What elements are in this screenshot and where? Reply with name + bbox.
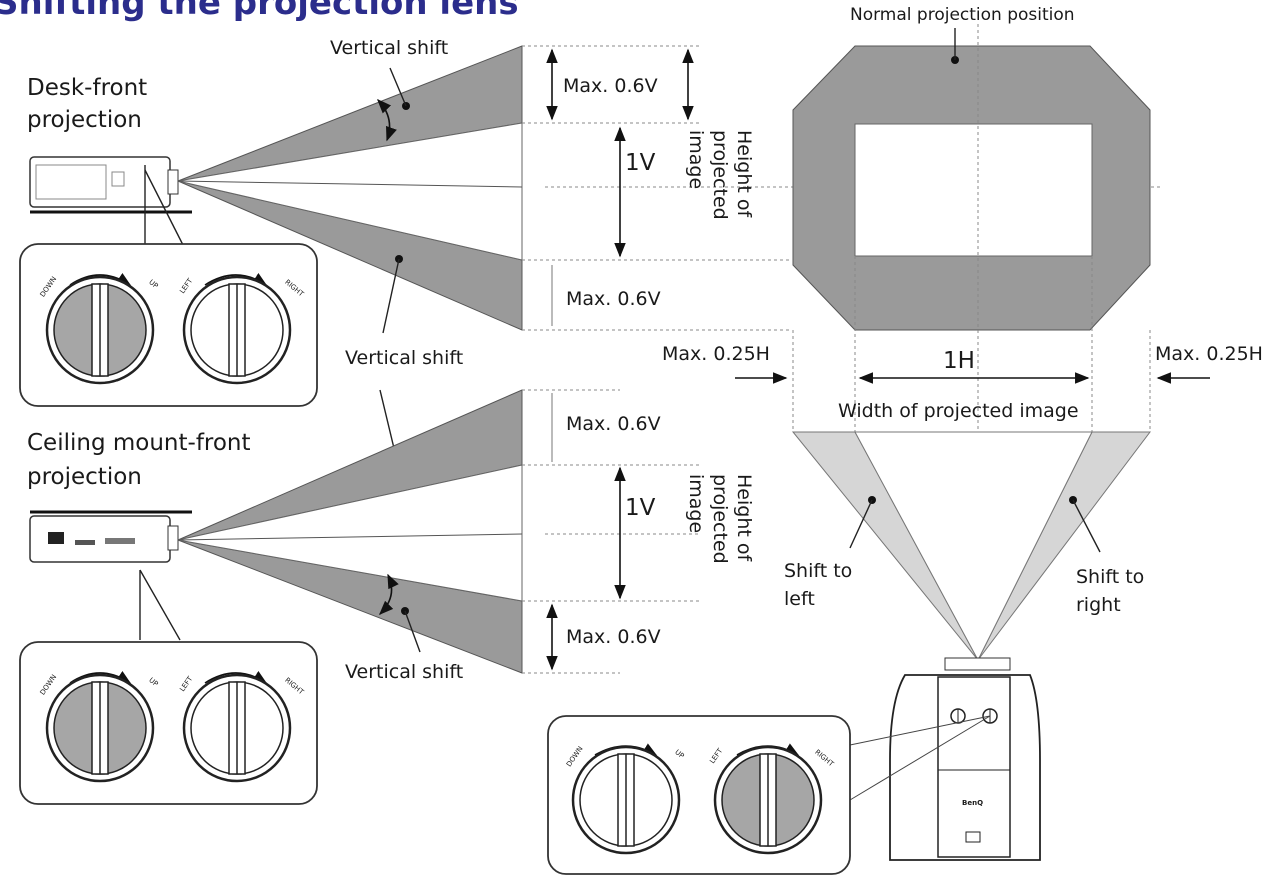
desk-normal-beam <box>177 122 523 261</box>
svg-text:image: image <box>685 474 707 533</box>
rear-lens-knobs-panel: DOWN UP LEFT RIGHT <box>547 715 851 875</box>
ceiling-normal-beam <box>177 464 523 602</box>
ceiling-bottom-max-0.6v: Max. 0.6V <box>566 626 661 648</box>
desk-projector-icon <box>29 156 192 246</box>
shift-to-right-label-1: Shift to <box>1076 566 1144 588</box>
1h-label: 1H <box>943 348 975 374</box>
desk-lens-knobs-panel: DOWN UP LEFT RIGHT <box>19 243 318 407</box>
left-max-0.25h: Max. 0.25H <box>662 343 770 365</box>
ceiling-vertical-shift-label: Vertical shift <box>345 661 463 683</box>
desk-vertical-shift-label: Vertical shift <box>330 37 448 59</box>
normal-projection-position-label: Normal projection position <box>850 5 1075 25</box>
desk-horizontal-knob: LEFT RIGHT <box>178 273 306 385</box>
svg-text:projected: projected <box>709 130 731 220</box>
svg-text:projected: projected <box>709 474 731 564</box>
shift-to-right-label-2: right <box>1076 594 1121 616</box>
shift-to-left-label-2: left <box>784 588 815 610</box>
desk-height-label: Height of projected image <box>685 130 755 220</box>
ceiling-vertical-knob: DOWN UP <box>39 671 159 783</box>
desk-bottom-max-0.6v: Max. 0.6V <box>566 288 661 310</box>
brand-logo: BenQ <box>962 799 983 807</box>
desk-front-label-line2: projection <box>27 107 142 133</box>
diagram-title: Shifting the projection lens <box>0 0 519 23</box>
rear-horizontal-knob: LEFT RIGHT <box>708 743 836 855</box>
ceiling-height-label: Height of projected image <box>685 474 755 564</box>
svg-text:image: image <box>685 130 707 189</box>
middle-vertical-shift-label: Vertical shift <box>345 347 463 369</box>
svg-text:Height of: Height of <box>733 474 755 562</box>
desk-front-label-line1: Desk-front <box>27 75 147 101</box>
shift-to-left-label-1: Shift to <box>784 560 852 582</box>
ceiling-label-line1: Ceiling mount-front <box>27 430 251 456</box>
width-of-projected-image-label: Width of projected image <box>838 400 1079 422</box>
ceiling-horizontal-knob: LEFT RIGHT <box>178 671 306 783</box>
ceiling-top-max-0.6v: Max. 0.6V <box>566 413 661 435</box>
projected-image-area <box>854 123 1093 257</box>
ceiling-label-line2: projection <box>27 464 142 490</box>
desk-top-max-0.6v: Max. 0.6V <box>563 75 658 97</box>
right-max-0.25h: Max. 0.25H <box>1155 343 1263 365</box>
ceiling-projector-icon <box>29 510 192 641</box>
desk-vertical-knob: DOWN UP <box>39 273 159 385</box>
desk-1v-label: 1V <box>625 150 656 176</box>
rear-vertical-knob: DOWN UP <box>565 743 685 855</box>
ceiling-lens-knobs-panel: DOWN UP LEFT RIGHT <box>19 641 318 805</box>
rear-projector-icon: BenQ <box>849 657 1041 861</box>
ceiling-1v-label: 1V <box>625 495 656 521</box>
svg-text:Height of: Height of <box>733 130 755 218</box>
